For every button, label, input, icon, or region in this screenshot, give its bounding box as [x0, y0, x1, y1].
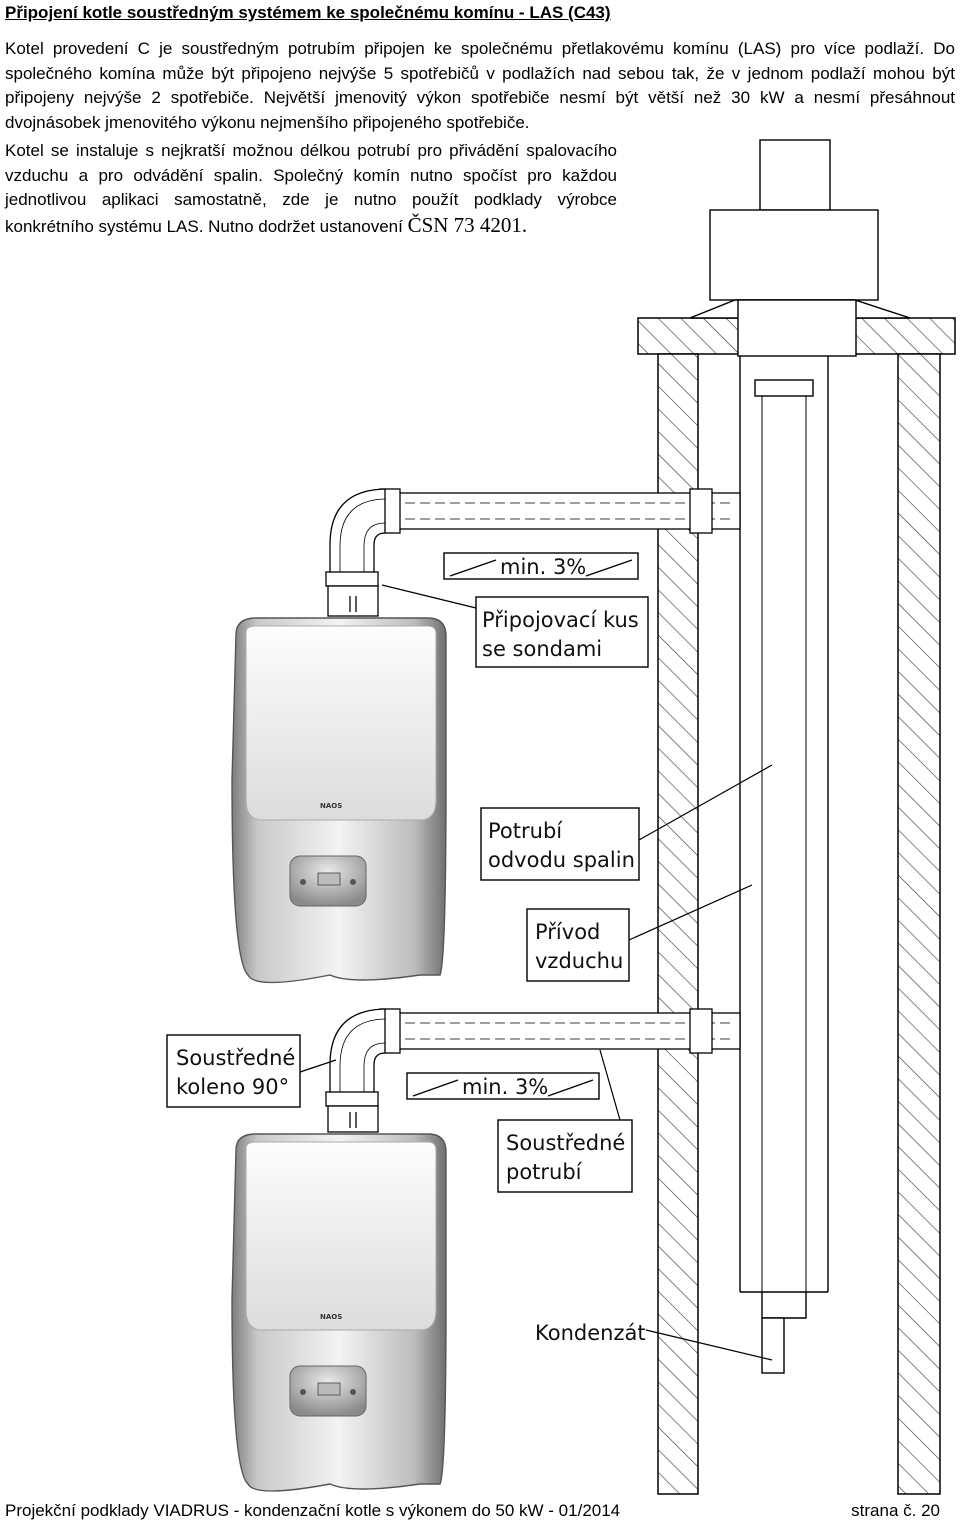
condensate-label: Kondenzát: [535, 1321, 773, 1361]
concentric-pipe-label: Soustředné potrubí: [497, 1049, 633, 1193]
footer-page-number: strana č. 20: [851, 1501, 940, 1520]
upper-elbow: [325, 488, 386, 587]
upper-connector-piece: [327, 585, 379, 617]
pipe-label-line1: Soustředné: [506, 1131, 625, 1155]
elbow-label-line1: Soustředné: [176, 1046, 295, 1070]
slope-label-lower: min. 3%: [406, 1072, 600, 1100]
upper-boiler: NAOS: [231, 617, 447, 984]
connector-label: Připojovací kus se sondami: [381, 584, 649, 668]
upper-concentric-pipe: [379, 488, 741, 534]
slope-text-upper: min. 3%: [500, 555, 586, 579]
flue-label-line2: odvodu spalin: [488, 848, 635, 872]
condensate-text: Kondenzát: [535, 1321, 646, 1345]
chimney-terminal: [689, 139, 911, 357]
air-label-line1: Přívod: [535, 920, 600, 944]
lower-concentric-pipe: [379, 1008, 741, 1054]
flue-pipe-label: Potrubí odvodu spalin: [480, 764, 773, 881]
intro-paragraph: Kotel provedení C je soustředným potrubí…: [5, 39, 955, 132]
page-title: Připojení kotle soustředným systémem ke …: [5, 3, 611, 22]
slope-text-lower: min. 3%: [462, 1075, 548, 1099]
lower-boiler-brand: NAOS: [320, 1313, 342, 1321]
air-supply-label: Přívod vzduchu: [526, 884, 753, 982]
upper-boiler-brand: NAOS: [320, 802, 342, 810]
pipe-label-line2: potrubí: [506, 1160, 583, 1184]
flue-label-line1: Potrubí: [488, 819, 563, 843]
common-flue-pipe: [739, 356, 829, 1374]
footer-publication: Projekční podklady VIADRUS - kondenzační…: [5, 1501, 621, 1520]
elbow-label-line2: koleno 90°: [176, 1075, 289, 1099]
standard-reference: ČSN 73 4201.: [407, 212, 528, 237]
connector-label-line1: Připojovací kus: [482, 608, 639, 632]
slope-label-upper: min. 3%: [443, 552, 639, 580]
installation-paragraph: Kotel se instaluje s nejkratší možnou dé…: [5, 139, 617, 239]
lower-boiler: NAOS: [231, 1133, 447, 1492]
lower-connector-piece: [327, 1105, 379, 1133]
lower-elbow: [325, 1008, 386, 1107]
installation-text: Kotel se instaluje s nejkratší možnou dé…: [5, 141, 617, 236]
elbow-label: Soustředné koleno 90°: [166, 1034, 337, 1108]
air-label-line2: vzduchu: [535, 949, 623, 973]
connector-label-line2: se sondami: [482, 637, 602, 661]
